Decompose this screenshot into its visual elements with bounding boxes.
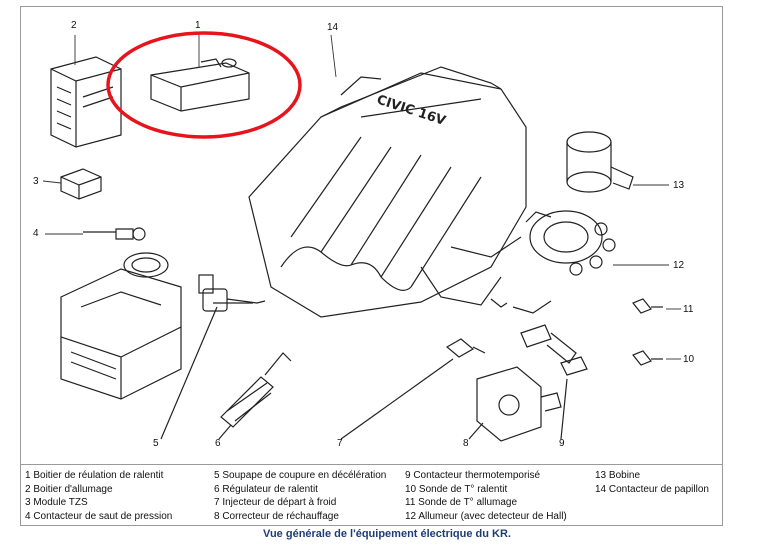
callout-2: 2 (71, 20, 77, 31)
legend-column-2: 5 Soupape de coupure en décélération 6 R… (214, 469, 386, 523)
diagram-frame: CIVIC 16V 1 2 3 4 5 6 7 8 9 10 11 12 13 … (20, 6, 723, 526)
legend-item: 11 Sonde de T° allumage (405, 497, 518, 508)
callout-1: 1 (195, 20, 201, 31)
callout-8: 8 (463, 438, 469, 449)
highlight-ellipse (106, 31, 302, 139)
temp-sensor-ignition (632, 298, 663, 314)
thermo-time-switch (520, 324, 588, 440)
intake-manifold (248, 66, 527, 318)
callout-10: 10 (683, 354, 695, 365)
legend-column-3: 9 Contacteur thermotemporisé 10 Sonde de… (405, 469, 567, 523)
legend-column-4: 13 Bobine 14 Contacteur de papillon (595, 469, 709, 496)
wire-lead-2 (512, 300, 552, 314)
tzs-module (60, 168, 102, 200)
legend-item: 7 Injecteur de départ à froid (214, 497, 337, 508)
callout-11: 11 (683, 304, 694, 315)
callout-6: 6 (215, 438, 221, 449)
callout-13: 13 (673, 180, 685, 191)
wire-lead (490, 298, 508, 308)
legend-column-1: 1 Boitier de réulation de ralentit 2 Boi… (25, 469, 172, 523)
legend-item: 8 Correcteur de réchauffage (214, 510, 339, 522)
callout-9: 9 (559, 438, 565, 449)
legend-item: 10 Sonde de T° ralentit (405, 483, 508, 495)
exploded-engine-diagram: CIVIC 16V (42, 31, 681, 442)
deceleration-valve (160, 274, 266, 440)
legend-item: 3 Module TZS (25, 497, 88, 508)
callout-12: 12 (673, 260, 685, 271)
callout-14: 14 (327, 22, 339, 33)
cold-start-injector (340, 338, 486, 440)
pressure-switch (83, 227, 146, 241)
ignition-coil (566, 131, 634, 193)
ignition-box (50, 56, 122, 148)
legend-item: 2 Boitier d'allumage (25, 483, 113, 495)
engine-cover-text: CIVIC 16V (375, 93, 448, 129)
legend-item: 12 Allumeur (avec detecteur de Hall) (405, 510, 567, 522)
temp-sensor-idle (632, 350, 663, 366)
callout-7: 7 (337, 438, 343, 449)
legend-item: 13 Bobine (595, 470, 641, 481)
throttle-body (60, 252, 182, 400)
warmup-regulator (468, 366, 562, 442)
legend-item: 9 Contacteur thermotemporisé (405, 470, 541, 481)
legend: 1 Boitier de réulation de ralentit 2 Boi… (21, 464, 722, 526)
legend-item: 1 Boitier de réulation de ralentit (25, 470, 164, 481)
leader-lines (42, 33, 681, 360)
figure-caption: Vue générale de l'équipement électrique … (263, 528, 511, 540)
idle-control-box (150, 58, 250, 112)
callout-5: 5 (153, 438, 159, 449)
legend-item: 6 Régulateur de ralentit (214, 483, 318, 495)
legend-item: 5 Soupape de coupure en décélération (214, 470, 387, 481)
callout-3: 3 (33, 176, 39, 187)
distributor (525, 210, 616, 276)
legend-item: 4 Contacteur de saut de pression (25, 510, 173, 522)
legend-item: 14 Contacteur de papillon (595, 483, 709, 495)
callout-4: 4 (33, 228, 39, 239)
idle-regulator (218, 352, 292, 440)
